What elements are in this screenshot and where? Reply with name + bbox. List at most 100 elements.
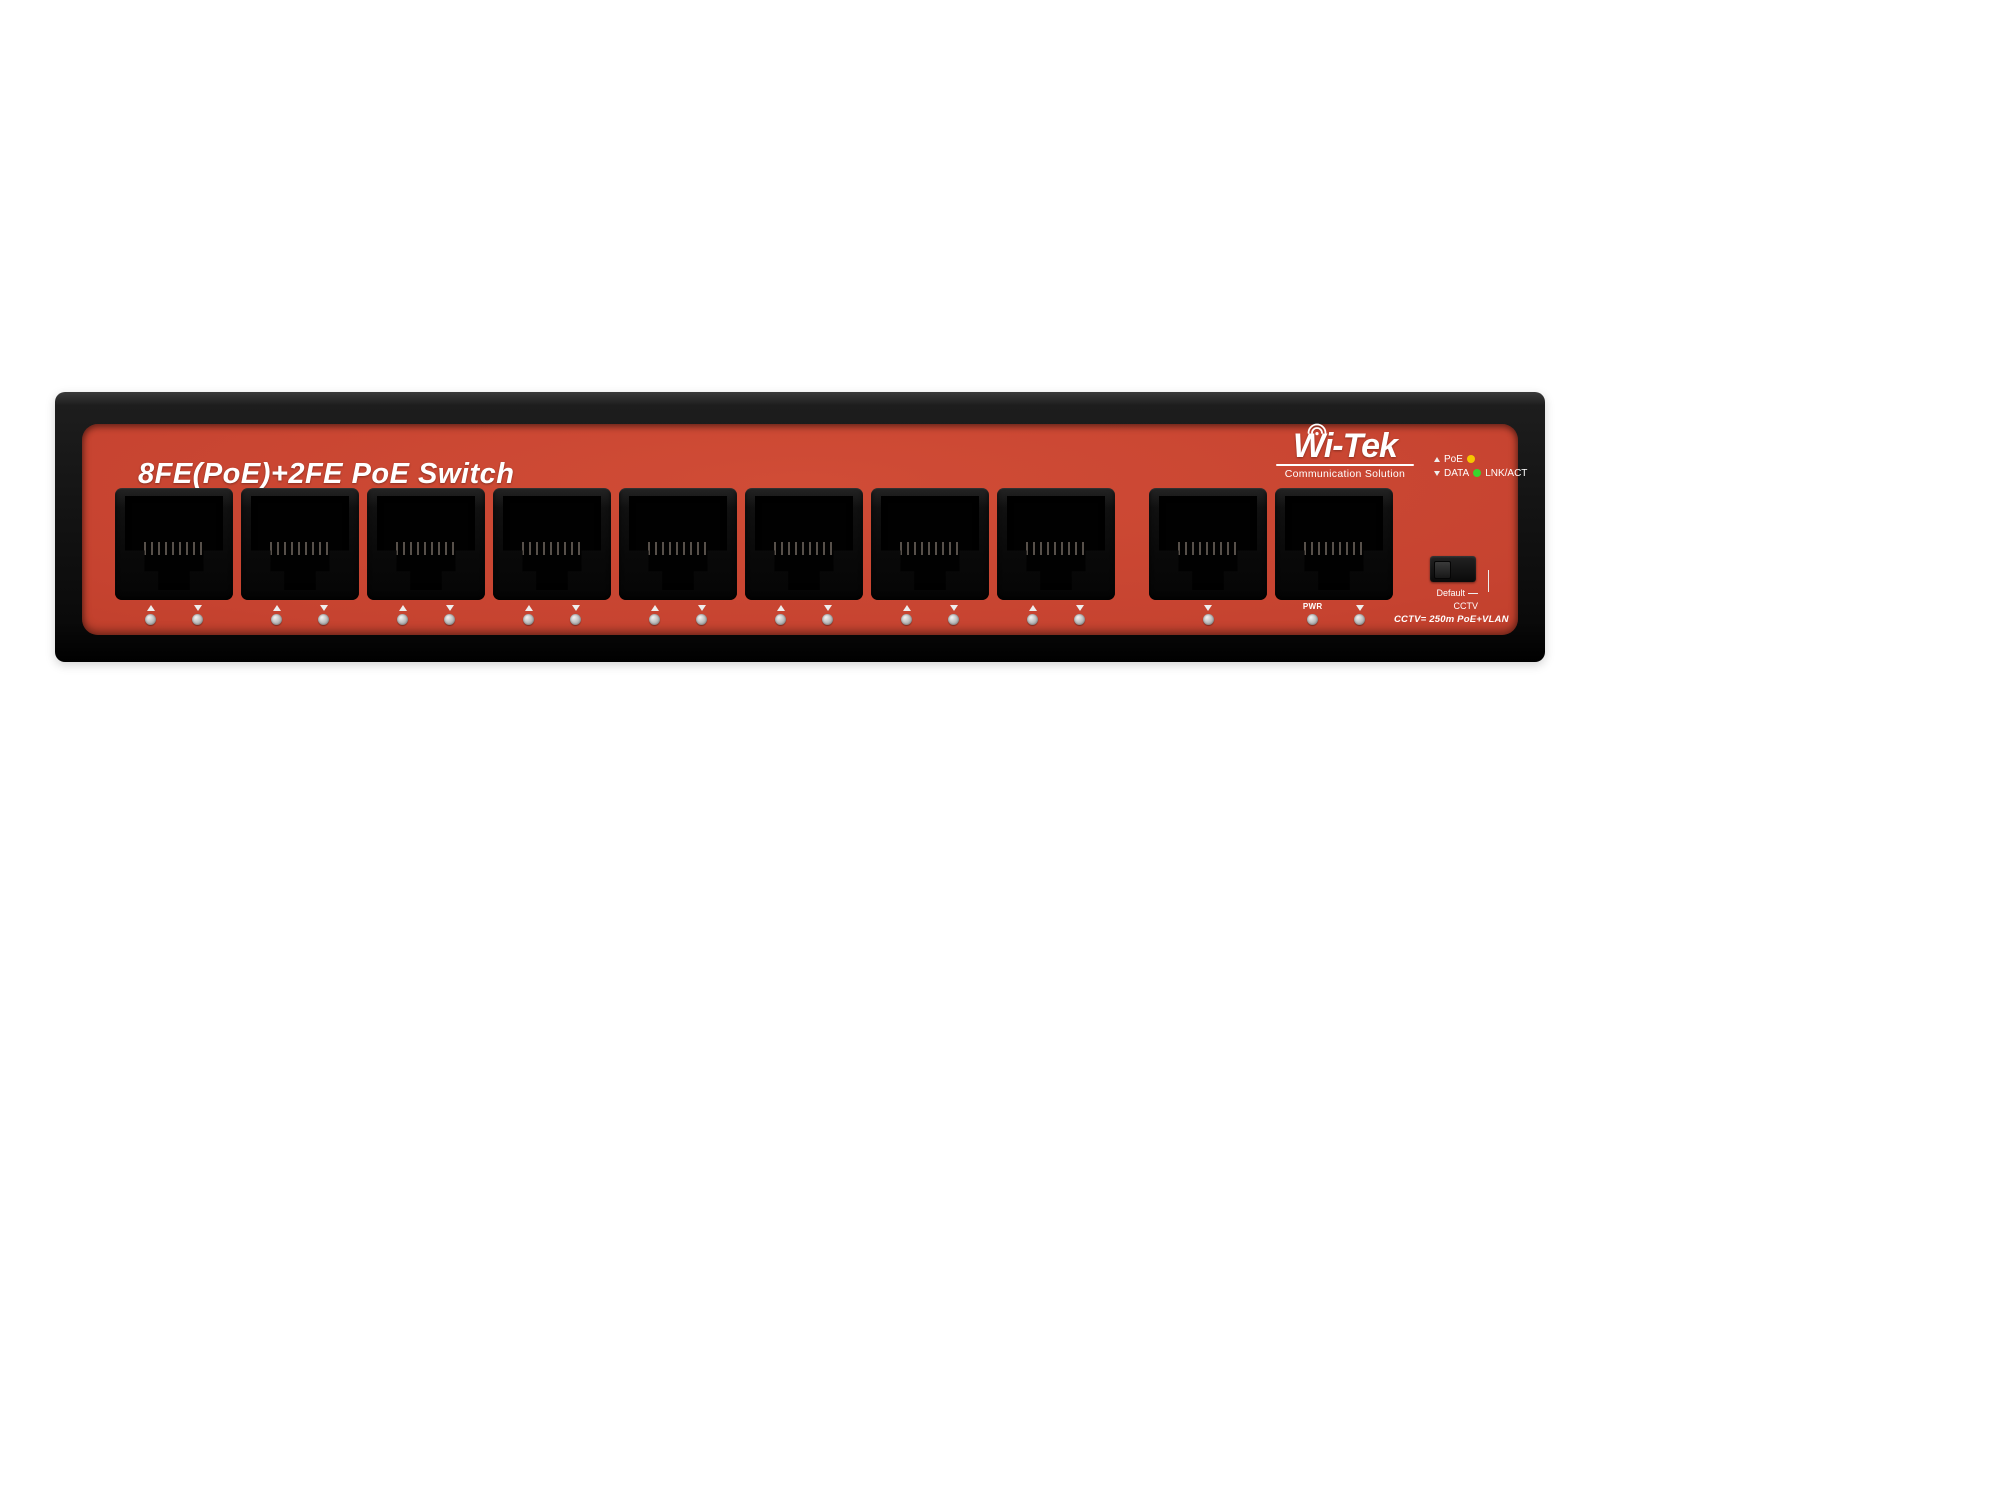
legend-data-label: DATA: [1444, 467, 1470, 479]
poe-up-marker-icon: [398, 605, 407, 611]
poe-up-marker-icon: [1434, 456, 1440, 462]
mode-switch-labels: Default CCTV: [1400, 587, 1478, 613]
rj45-port: [367, 488, 485, 600]
poe-color-dot: [1466, 455, 1475, 463]
data-down-marker-icon: [1434, 470, 1440, 476]
legend-poe-row: PoE: [1434, 452, 1527, 466]
legend-data-row: DATA LNK/ACT: [1434, 466, 1527, 480]
led-unit-down: [948, 602, 959, 625]
led-indicator: [192, 614, 203, 625]
faceplate: 8FE(PoE)+2FE PoE Switch Wi-Tek Communica…: [82, 423, 1527, 635]
data-down-marker-icon: [823, 605, 832, 611]
rj45-port: [745, 488, 863, 600]
rj45-pin-contacts: [270, 542, 330, 555]
switch-chassis: 8FE(PoE)+2FE PoE Switch Wi-Tek Communica…: [55, 392, 1545, 662]
data-down-marker-icon: [319, 605, 328, 611]
led-unit-down: [1354, 602, 1366, 625]
led-unit-up: [775, 602, 786, 625]
rj45-jack-opening: [125, 496, 223, 590]
mode-default-pointer-line: [1468, 593, 1478, 595]
led-unit-down: [696, 602, 707, 625]
rj45-pin-contacts: [900, 542, 960, 555]
rj45-port: [871, 488, 989, 600]
rj45-jack-opening: [629, 496, 727, 590]
led-indicator: [145, 614, 156, 625]
led-unit-down: [192, 602, 203, 625]
rj45-port: [997, 488, 1115, 600]
led-cell: [493, 602, 611, 625]
rj45-pin-contacts: [1178, 542, 1238, 555]
brand-wordmark: Wi-Tek: [1293, 427, 1398, 465]
led-indicator: [696, 614, 707, 625]
data-down-marker-icon: [445, 605, 454, 611]
data-down-marker-icon: [193, 605, 202, 611]
led-cell: [871, 602, 989, 625]
led-unit-down: [444, 602, 455, 625]
rj45-port: [619, 488, 737, 600]
led-indicator: [318, 614, 329, 625]
rj45-pin-contacts: [1304, 542, 1364, 555]
led-unit-up: [649, 602, 660, 625]
rj45-port: [493, 488, 611, 600]
poe-up-marker-icon: [524, 605, 533, 611]
led-cell: [367, 602, 485, 625]
led-indicator: [948, 614, 959, 625]
led-unit-up: [1027, 602, 1038, 625]
wifi-signal-icon: [1307, 423, 1327, 436]
rj45-jack-opening: [503, 496, 601, 590]
led-indicator: [822, 614, 833, 625]
poe-up-marker-icon: [776, 605, 785, 611]
led-indicator: [397, 614, 408, 625]
led-cell: [745, 602, 863, 625]
rj45-jack-opening: [1007, 496, 1105, 590]
mode-slide-switch: [1430, 556, 1476, 582]
led-indicator: [1027, 614, 1038, 625]
led-cell: [241, 602, 359, 625]
logo-divider: [1276, 464, 1414, 466]
led-cell: [1149, 602, 1267, 625]
led-unit-down: [822, 602, 833, 625]
led-indicator: [523, 614, 534, 625]
led-indicator: [570, 614, 581, 625]
rj45-port: [1149, 488, 1267, 600]
led-indicator: [649, 614, 660, 625]
rj45-jack-opening: [251, 496, 349, 590]
led-unit-down: [570, 602, 581, 625]
led-indicator: [1074, 614, 1085, 625]
poe-up-marker-icon: [650, 605, 659, 611]
led-unit-up: [523, 602, 534, 625]
rj45-jack-opening: [755, 496, 853, 590]
rj45-pin-contacts: [648, 542, 708, 555]
data-down-marker-icon: [1075, 605, 1084, 611]
data-down-marker-icon: [1204, 605, 1212, 611]
led-indicator: [775, 614, 786, 625]
rj45-jack-opening: [377, 496, 475, 590]
data-down-marker-icon: [697, 605, 706, 611]
legend-poe-label: PoE: [1444, 453, 1463, 465]
led-indicator: [1354, 614, 1366, 625]
legend-lnkact-label: LNK/ACT: [1485, 467, 1528, 479]
poe-up-marker-icon: [272, 605, 281, 611]
rj45-jack-opening: [1159, 496, 1257, 590]
led-indicator: [271, 614, 282, 625]
brand-logo: Wi-Tek Communication Solution: [1270, 423, 1420, 480]
poe-up-marker-icon: [902, 605, 911, 611]
led-cell: [115, 602, 233, 625]
rj45-jack-opening: [1285, 496, 1383, 590]
data-down-marker-icon: [949, 605, 958, 611]
mode-switch-knob: [1434, 561, 1451, 579]
led-unit-up: [271, 602, 282, 625]
led-unit-up: [397, 602, 408, 625]
led-unit-up: [901, 602, 912, 625]
led-unit-up: [145, 602, 156, 625]
mode-default-label: Default: [1436, 588, 1465, 598]
led-indicator: [1307, 614, 1319, 625]
pwr-label: PWR: [1302, 602, 1323, 611]
mode-cctv-label: CCTV: [1453, 601, 1479, 611]
led-unit-pwr: PWR: [1303, 602, 1323, 625]
rj45-port: [241, 488, 359, 600]
rj45-port: [115, 488, 233, 600]
cctv-note: CCTV= 250m PoE+VLAN: [1394, 614, 1509, 625]
led-cell: [997, 602, 1115, 625]
